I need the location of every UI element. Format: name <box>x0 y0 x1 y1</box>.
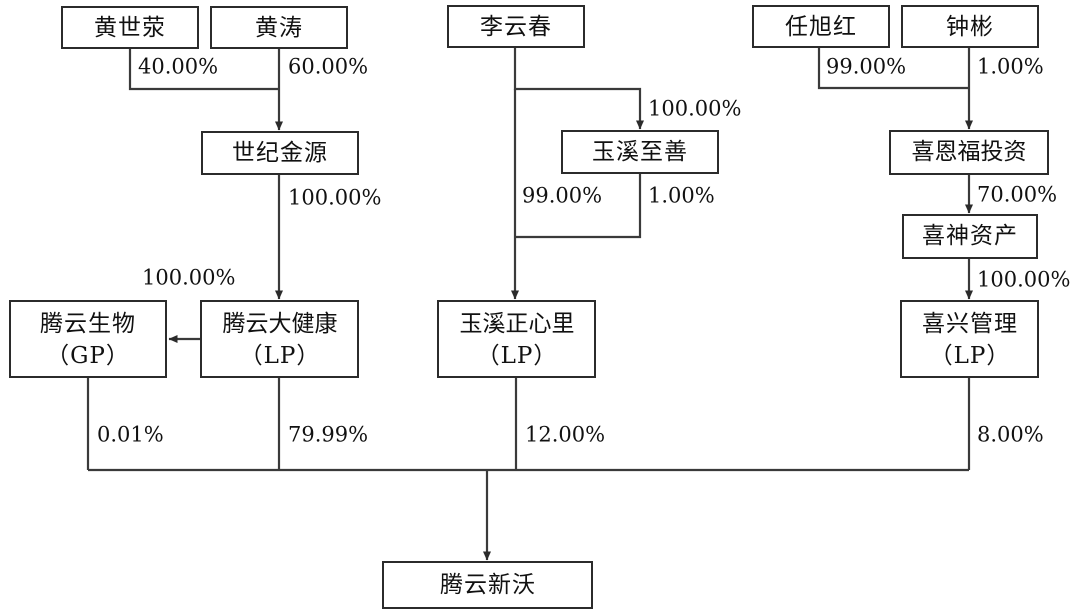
node-label-shijijinyuan: 世纪金源 <box>232 140 328 166</box>
edge-percent-shijijinyuan: 100.00% <box>288 186 381 210</box>
node-xishenzichan[interactable]: 喜神资产 <box>902 214 1038 259</box>
node-xixingguanli[interactable]: 喜兴管理 （LP） <box>900 300 1039 378</box>
node-xienfutouzi[interactable]: 喜恩福投资 <box>889 130 1049 175</box>
edge-percent-yuxizhishan: 1.00% <box>648 184 715 208</box>
node-label-yuxizhishan: 玉溪至善 <box>592 139 688 165</box>
node-label-tengyunxinwo: 腾云新沃 <box>440 572 536 598</box>
node-label-xixingguanli: 喜兴管理 <box>922 311 1018 337</box>
node-label-yuxizhengxinli: 玉溪正心里 <box>460 311 575 337</box>
edge-percent-renxuhong: 99.00% <box>826 55 906 79</box>
edge-percent-liyunchun-yuxizhengxinli: 99.00% <box>522 184 602 208</box>
node-label-tengyundajiankang: 腾云大健康 <box>223 311 338 337</box>
node-sublabel-xixingguanli: （LP） <box>930 343 1011 369</box>
node-shijijinyuan[interactable]: 世纪金源 <box>201 131 359 175</box>
edge-percent-zhongbin: 1.00% <box>977 55 1044 79</box>
node-huangtao[interactable]: 黄涛 <box>210 6 348 49</box>
node-label-huangtao: 黄涛 <box>255 15 303 41</box>
edge-percent-xienfutouzi: 70.00% <box>977 183 1057 207</box>
node-sublabel-tengyunshengwu: （GP） <box>46 343 130 369</box>
edge-yuxizhishan-to-yuxizhengxinli <box>515 173 642 239</box>
edge-percent-huangshirong: 40.00% <box>138 55 218 79</box>
node-zhongbin[interactable]: 钟彬 <box>901 5 1039 48</box>
edge-percent-huangtao: 60.00% <box>288 55 368 79</box>
node-tengyunshengwu[interactable]: 腾云生物 （GP） <box>9 300 167 378</box>
node-renxuhong[interactable]: 任旭红 <box>752 5 890 48</box>
node-label-xienfutouzi: 喜恩福投资 <box>912 139 1027 165</box>
node-label-huangshirong: 黄世荥 <box>94 15 166 41</box>
node-sublabel-tengyundajiankang: （LP） <box>240 343 321 369</box>
node-label-tengyunshengwu: 腾云生物 <box>40 311 136 337</box>
edge-percent-yuxizhengxinli-xinwo: 12.00% <box>525 423 605 447</box>
edge-percent-tengyunshengwu-xinwo: 0.01% <box>97 423 164 447</box>
node-yuxizhishan[interactable]: 玉溪至善 <box>561 130 719 174</box>
edge-percent-tengyundajiankang-xinwo: 79.99% <box>288 423 368 447</box>
node-sublabel-yuxizhengxinli: （LP） <box>477 343 558 369</box>
node-label-zhongbin: 钟彬 <box>946 14 994 40</box>
node-liyunchun[interactable]: 李云春 <box>447 5 585 48</box>
edge-percent-tengyundajiankang-tengyunshengwu: 100.00% <box>142 266 235 290</box>
node-label-liyunchun: 李云春 <box>480 14 552 40</box>
node-huangshirong[interactable]: 黄世荥 <box>61 6 199 49</box>
node-tengyundajiankang[interactable]: 腾云大健康 （LP） <box>200 300 359 378</box>
edge-percent-xishenzichan: 100.00% <box>977 268 1070 292</box>
node-label-xishenzichan: 喜神资产 <box>922 223 1018 249</box>
node-yuxizhengxinli[interactable]: 玉溪正心里 （LP） <box>437 300 596 378</box>
edge-percent-liyunchun-yuxizhishan: 100.00% <box>648 97 741 121</box>
edge-percent-xixingguanli-xinwo: 8.00% <box>977 423 1044 447</box>
edge-huangshirong-to-shijijinyuan <box>128 48 279 91</box>
edge-liyunchun-to-yuxizhishan <box>513 47 644 130</box>
node-label-renxuhong: 任旭红 <box>785 14 857 40</box>
node-tengyunxinwo[interactable]: 腾云新沃 <box>382 561 593 609</box>
edge-renxuhong-to-xienfutouzi <box>817 47 969 90</box>
